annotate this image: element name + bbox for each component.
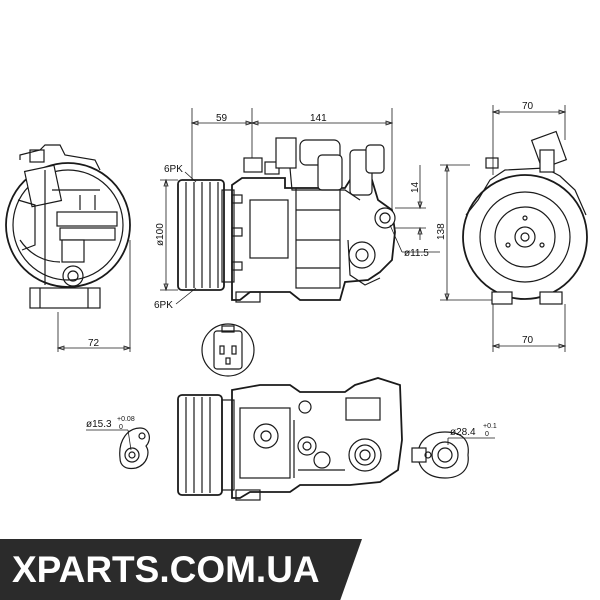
label-6pk-top: 6PK bbox=[164, 164, 183, 175]
dim-138: 138 bbox=[436, 223, 447, 240]
dim-72: 72 bbox=[88, 338, 100, 349]
fitting-right-detail: ø28.4 +0.1 0 bbox=[411, 423, 497, 479]
label-6pk-bottom: 6PK bbox=[154, 300, 173, 311]
main-front-view: 59 141 ø100 6PK 6PK 14 ø11.5 bbox=[154, 108, 440, 311]
dim-141: 141 bbox=[310, 113, 327, 124]
connector-detail-view bbox=[201, 323, 255, 377]
tol-lower-28-4: 0 bbox=[485, 431, 489, 438]
dim-dia-28-4: ø28.4 bbox=[450, 427, 476, 438]
bottom-view bbox=[177, 377, 403, 501]
dim-59: 59 bbox=[216, 113, 228, 124]
tol-lower-15-3: 0 bbox=[119, 424, 123, 431]
right-side-view: 70 138 70 bbox=[436, 101, 588, 352]
dim-dia-100: ø100 bbox=[155, 223, 166, 246]
dim-70-top: 70 bbox=[522, 101, 534, 112]
watermark-banner bbox=[0, 539, 362, 600]
watermark-text: XPARTS.COM.UA bbox=[12, 549, 320, 590]
dim-dia-15-3: ø15.3 bbox=[86, 419, 112, 430]
dim-70-bottom: 70 bbox=[522, 335, 534, 346]
dim-dia-11-5: ø11.5 bbox=[404, 248, 429, 259]
tol-upper-28-4: +0.1 bbox=[483, 423, 497, 430]
left-side-view: 72 bbox=[5, 144, 132, 352]
tol-upper-15-3: +0.08 bbox=[117, 416, 135, 423]
dim-14: 14 bbox=[410, 181, 421, 193]
fitting-left-detail: ø15.3 +0.08 0 bbox=[86, 416, 150, 470]
